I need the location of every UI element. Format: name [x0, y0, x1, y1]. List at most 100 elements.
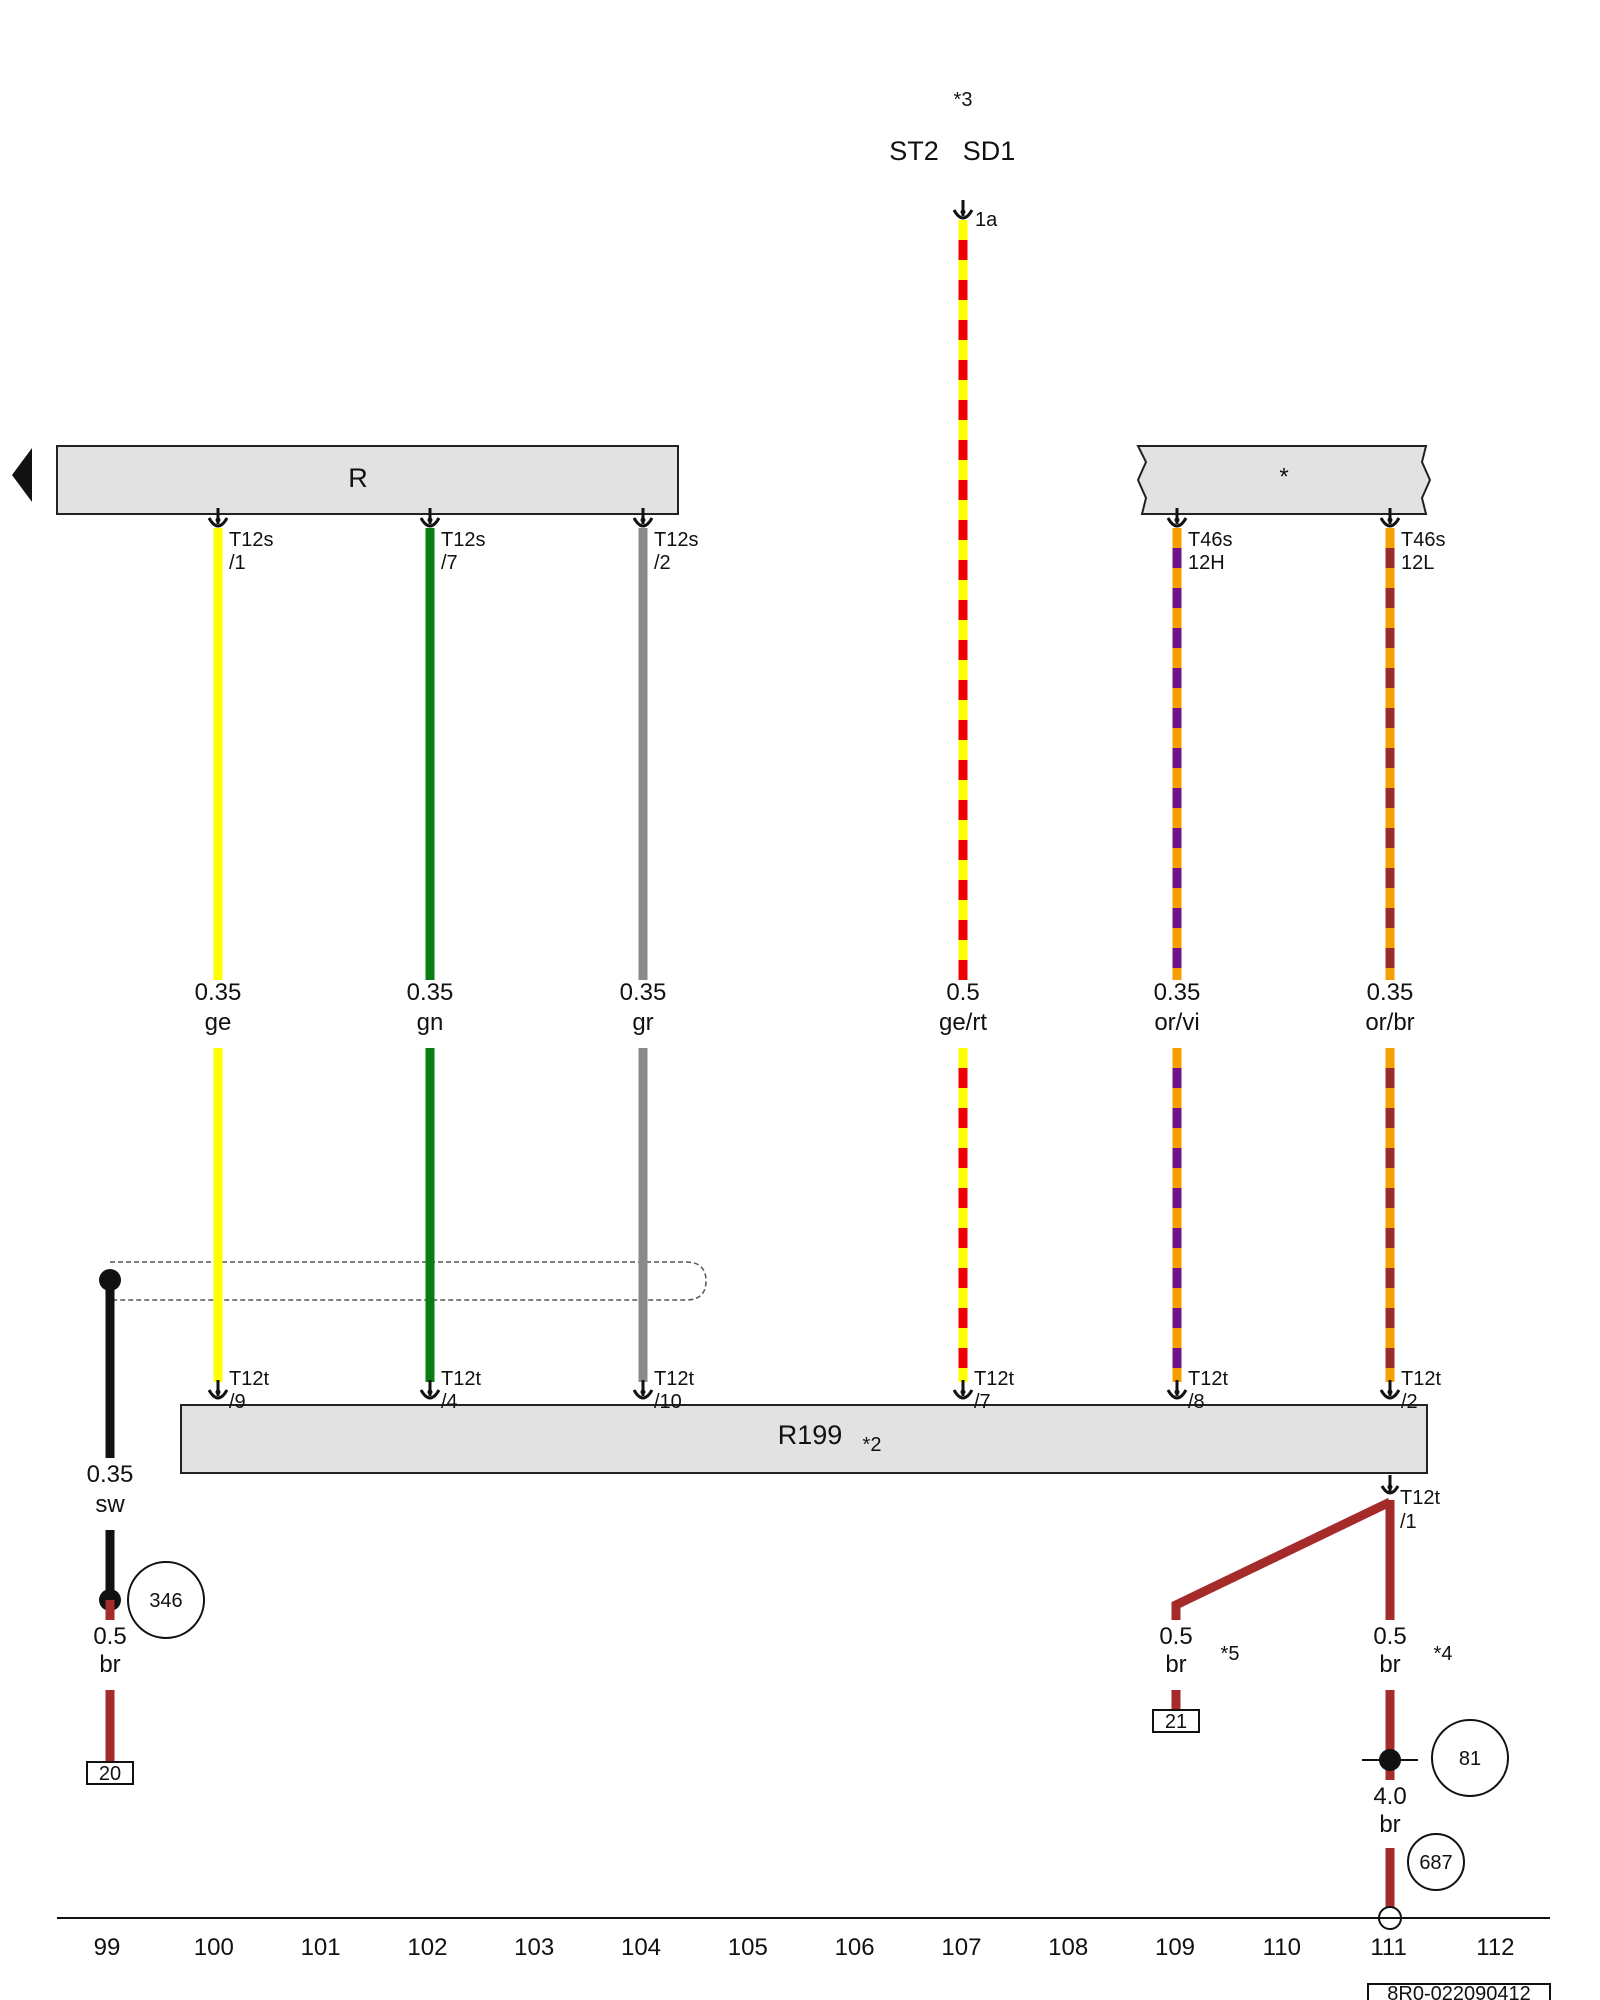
ref-box-20[interactable] [86, 1761, 134, 1785]
bottom-pin-label: /8 [1188, 1391, 1205, 1413]
wire-color-label: gn [417, 1009, 444, 1036]
wires-layer: T12s/10.35geT12t/9T12s/70.35gnT12t/4T12s… [195, 200, 1445, 1413]
doc-id: 8R0-022090412 [1387, 1983, 1530, 2000]
ground-ref-687-label: 687 [1419, 1852, 1452, 1874]
bottom-pin-label: /7 [974, 1391, 991, 1413]
column-number: 105 [728, 1934, 768, 1961]
bottom-conn-label: T12t [229, 1368, 269, 1390]
bottom-conn-label: T12t [1188, 1368, 1228, 1390]
top-connector-icon [952, 200, 974, 220]
branch-b-note: *4 [1434, 1643, 1453, 1665]
branch-a-note: *5 [1221, 1643, 1240, 1665]
branch-a-size: 0.5 [1159, 1623, 1192, 1650]
r199-ground-conn: T12t [1400, 1487, 1440, 1509]
bottom-pin-label: /10 [654, 1391, 682, 1413]
r199-ground-pin: /1 [1400, 1511, 1417, 1533]
wire-color-label: ge [205, 1009, 232, 1036]
top-connector-icon [207, 508, 229, 528]
branch-a-color: br [1165, 1651, 1186, 1678]
bottom-connector-icon [1379, 1380, 1401, 1400]
bottom-conn-label: T12t [974, 1368, 1014, 1390]
bottom-connector-icon [1166, 1380, 1188, 1400]
wire-color-label: or/br [1365, 1009, 1414, 1036]
column-number: 112 [1476, 1934, 1514, 1961]
top-pin-label: 1a [975, 209, 998, 231]
column-number: 101 [301, 1934, 341, 1961]
left-ground-size: 0.5 [93, 1623, 126, 1650]
column-number: 99 [94, 1934, 121, 1961]
top-connector-icon [1166, 508, 1188, 528]
gateway-component[interactable]: * [1136, 445, 1432, 515]
top-connector-icon [1379, 508, 1401, 528]
wire-size-label: 0.35 [407, 979, 454, 1006]
wire-color-label: or/vi [1154, 1009, 1199, 1036]
top-connector-icon [632, 508, 654, 528]
ground-ref-346 [127, 1561, 205, 1639]
gateway-label: * [1279, 463, 1288, 490]
bottom-connector-icon [952, 1380, 974, 1400]
wire-size-label: 0.35 [1367, 979, 1414, 1006]
bottom-pin-label: /9 [229, 1391, 246, 1413]
ground-ref-81 [1431, 1719, 1509, 1797]
radio-label: R [348, 463, 368, 493]
top-pin-label: /1 [229, 552, 246, 574]
st-label: ST2 [889, 136, 939, 166]
bottom-conn-label: T12t [1401, 1368, 1441, 1390]
bottom-conn-label: T12t [441, 1368, 481, 1390]
left-ground-color: br [99, 1651, 120, 1678]
bottom-conn-label: T12t [654, 1368, 694, 1390]
ref-box-21-label: 21 [1165, 1711, 1187, 1733]
arrow-left-icon [12, 448, 32, 502]
ref-box-20-label: 20 [99, 1763, 121, 1785]
column-number: 111 [1370, 1934, 1406, 1961]
top-conn-label: T12s [654, 529, 698, 551]
top-pin-label: /7 [441, 552, 458, 574]
column-number: 109 [1155, 1934, 1195, 1961]
ground-ref-81-label: 81 [1459, 1748, 1481, 1770]
wire-size-label: 0.35 [1154, 979, 1201, 1006]
column-number: 103 [514, 1934, 554, 1961]
top-conn-label: T12s [441, 529, 485, 551]
bottom-pin-label: /2 [1401, 1391, 1418, 1413]
shield-ground-wire[interactable]: 0.35 sw 346 0.5 br 20 [86, 1269, 205, 1785]
bottom-connector-icon [632, 1380, 654, 1400]
wire-size-label: 0.35 [195, 979, 242, 1006]
top-pin-label: /2 [654, 552, 671, 574]
r199-note: *2 [863, 1434, 882, 1456]
ground-ref-346-label: 346 [149, 1590, 182, 1612]
r199-label: R199 [778, 1420, 843, 1450]
sd-label: SD1 [963, 136, 1016, 166]
bottom-pin-label: /4 [441, 1391, 458, 1413]
top-conn-label: T46s [1188, 529, 1232, 551]
doc-id-box [1367, 1983, 1551, 2000]
branch-b-size: 0.5 [1373, 1623, 1406, 1650]
top-pin-label: 12H [1188, 552, 1225, 574]
r199-ground-connector-icon [1380, 1475, 1400, 1495]
column-number: 102 [407, 1934, 447, 1961]
r199-component[interactable]: R199 *2 [180, 1404, 1428, 1474]
top-pin-label: 12L [1401, 552, 1434, 574]
top-conn-label: T46s [1401, 529, 1445, 551]
r199-ground-wiring[interactable]: T12t /1 0.5 br *5 21 0.5 br *4 81 4.0 br… [1152, 1475, 1509, 1930]
ref-box-21[interactable] [1152, 1709, 1200, 1733]
radio-component[interactable]: R [12, 445, 679, 515]
branch-b-color: br [1379, 1651, 1400, 1678]
shield-color: sw [95, 1491, 125, 1518]
column-number: 106 [835, 1934, 875, 1961]
cable-shield [110, 1261, 707, 1301]
bottom-connector-icon [419, 1380, 441, 1400]
top-conn-label: T12s [229, 529, 273, 551]
wire-size-label: 0.35 [620, 979, 667, 1006]
wire-color-label: gr [632, 1009, 653, 1036]
column-number: 104 [621, 1934, 661, 1961]
top-note: *3 [954, 89, 973, 111]
ground-ref-687 [1407, 1833, 1465, 1891]
